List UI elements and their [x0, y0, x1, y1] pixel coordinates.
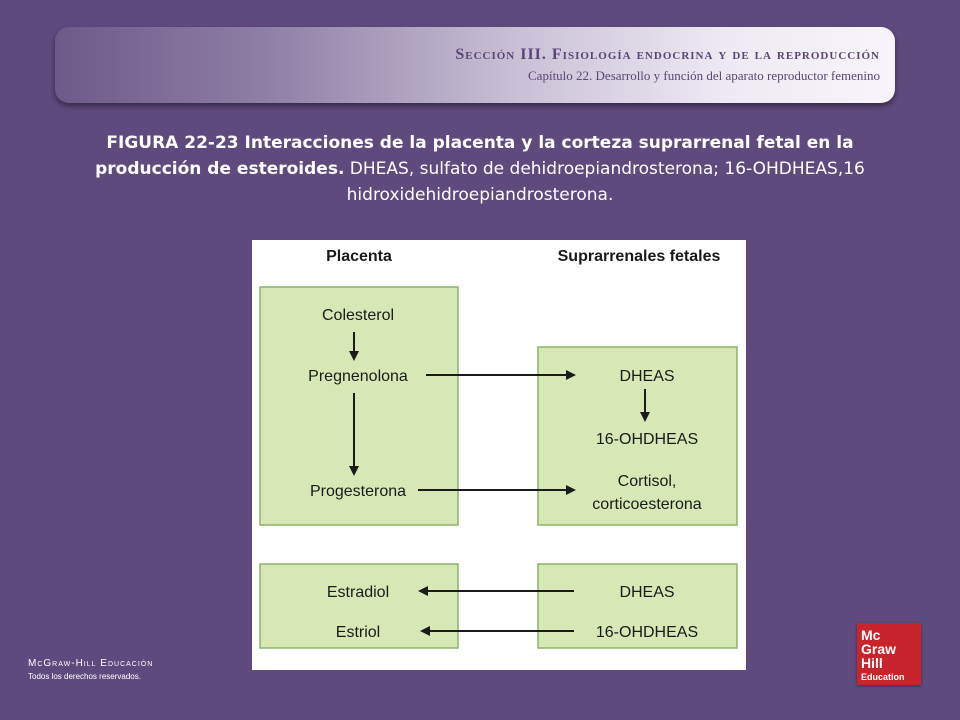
- figure-caption: FIGURA 22-23 Interacciones de la placent…: [90, 130, 870, 208]
- figure-panel: Placenta Suprarrenales fetales Colestero…: [252, 240, 746, 670]
- ohdheas-label: 16-OHDHEAS: [596, 431, 698, 448]
- caption-title: FIGURA 22-23 Interacciones de la placent…: [95, 133, 854, 179]
- cortisol-label: Cortisol,: [618, 473, 677, 490]
- dheas-bottom-label: DHEAS: [619, 584, 674, 601]
- section-title: Sección III. Fisiología endocrina y de l…: [455, 46, 880, 63]
- ohdheas-bottom-label: 16-OHDHEAS: [596, 624, 698, 641]
- pregnenolona-label: Pregnenolona: [308, 368, 408, 385]
- adrenal-precursor-box: [537, 563, 738, 649]
- progesterona-label: Progesterona: [310, 483, 406, 500]
- colesterol-label: Colesterol: [322, 307, 394, 324]
- publisher-footer: McGraw-Hill Educación Todos los derechos…: [28, 658, 153, 681]
- estradiol-label: Estradiol: [327, 584, 389, 601]
- logo-line: Graw: [861, 641, 897, 657]
- adrenal-heading: Suprarrenales fetales: [558, 248, 721, 265]
- estriol-label: Estriol: [336, 624, 380, 641]
- steroid-diagram: Placenta Suprarrenales fetales Colestero…: [259, 248, 738, 649]
- placenta-box: [259, 286, 459, 526]
- header-band: [55, 27, 895, 103]
- publisher-name: McGraw-Hill Educación: [28, 658, 154, 669]
- placenta-heading: Placenta: [326, 248, 392, 265]
- chapter-title: Capítulo 22. Desarrollo y función del ap…: [528, 68, 880, 83]
- rights-text: Todos los derechos reservados.: [28, 672, 141, 681]
- dheas-label: DHEAS: [619, 368, 674, 385]
- mcgraw-hill-logo: Mc Graw Hill Education: [857, 623, 921, 685]
- logo-line: Hill: [861, 655, 883, 671]
- logo-line: Mc: [861, 627, 881, 643]
- logo-line: Education: [861, 672, 905, 682]
- caption-text: DHEAS, sulfato de dehidroepiandrosterona…: [344, 159, 865, 205]
- corticoesterona-label: corticoesterona: [592, 496, 701, 513]
